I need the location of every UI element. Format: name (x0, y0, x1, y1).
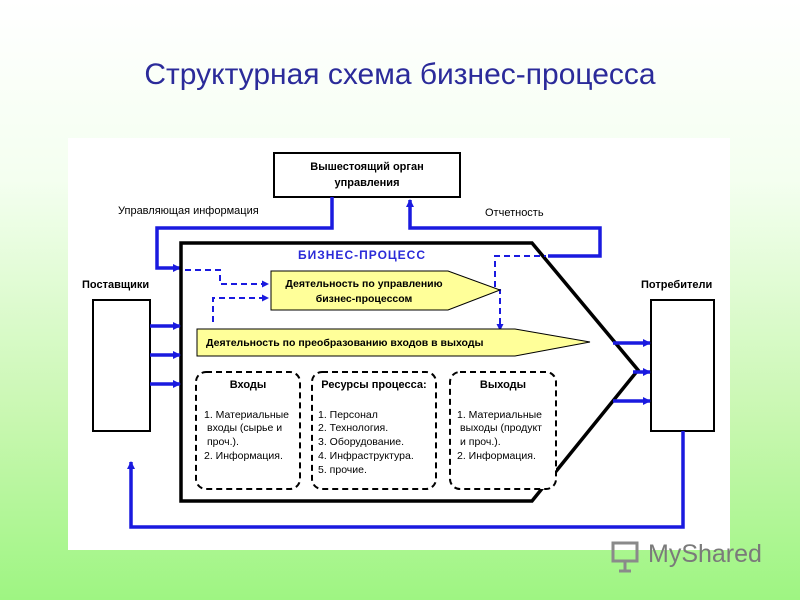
business-process-diagram: Вышестоящий орган управления Управляющая… (68, 138, 730, 550)
resources-title: Ресурсы процесса: (321, 379, 426, 391)
governing-body-label-line1: Вышестоящий орган (310, 161, 423, 173)
inputs-line-2: входы (сырье и (207, 422, 282, 434)
watermark: MyShared (606, 536, 776, 576)
governing-body-box (273, 152, 461, 198)
management-activity-line1: Деятельность по управлению (285, 278, 442, 290)
report-arrow (406, 199, 602, 258)
inputs-box (195, 371, 301, 490)
resources-line-1: 1. Персонал (318, 409, 378, 421)
transformation-activity-shape (196, 328, 591, 357)
resources-line-2: 2. Технология. (318, 422, 388, 434)
presentation-board-icon (611, 541, 639, 573)
inputs-line-1: 1. Материальные (204, 409, 289, 421)
dashed-arrow-control-2 (212, 294, 269, 322)
outputs-box (449, 371, 557, 490)
suppliers-label: Поставщики (82, 279, 149, 291)
feedback-loop-arrow (127, 431, 685, 529)
outputs-line-4: 2. Информация. (457, 450, 536, 462)
resources-box (311, 371, 437, 490)
consumers-label: Потребители (641, 279, 712, 291)
consumers-box (650, 299, 715, 432)
inputs-line-3: проч.). (207, 436, 239, 448)
resources-line-5: 5. прочие. (318, 464, 367, 476)
watermark-text: MyShared (648, 540, 762, 568)
control-info-label: Управляющая информация (118, 205, 259, 217)
outputs-line-2: выходы (продукт (460, 422, 542, 434)
business-process-title: БИЗНЕС-ПРОЦЕСС (298, 248, 426, 262)
inputs-line-4: 2. Информация. (204, 450, 283, 462)
resources-line-3: 3. Оборудование. (318, 436, 404, 448)
management-activity-line2: бизнес-процессом (316, 293, 413, 305)
inputs-title: Входы (230, 379, 267, 391)
report-label: Отчетность (485, 207, 544, 219)
dashed-arrow-control-1 (185, 269, 269, 288)
outputs-line-1: 1. Материальные (457, 409, 542, 421)
resources-line-4: 4. Инфраструктура. (318, 450, 414, 462)
management-activity-shape (270, 270, 502, 311)
outputs-title: Выходы (480, 379, 526, 391)
governing-body-label-line2: управления (334, 177, 399, 189)
transformation-activity-label: Деятельность по преобразованию входов в … (206, 337, 483, 349)
outputs-line-3: и проч.). (460, 436, 501, 448)
dashed-arrow-to-report (478, 255, 546, 291)
slide-title: Структурная схема бизнес-процесса (144, 58, 656, 91)
control-info-arrow (155, 197, 334, 272)
suppliers-box (92, 299, 151, 432)
